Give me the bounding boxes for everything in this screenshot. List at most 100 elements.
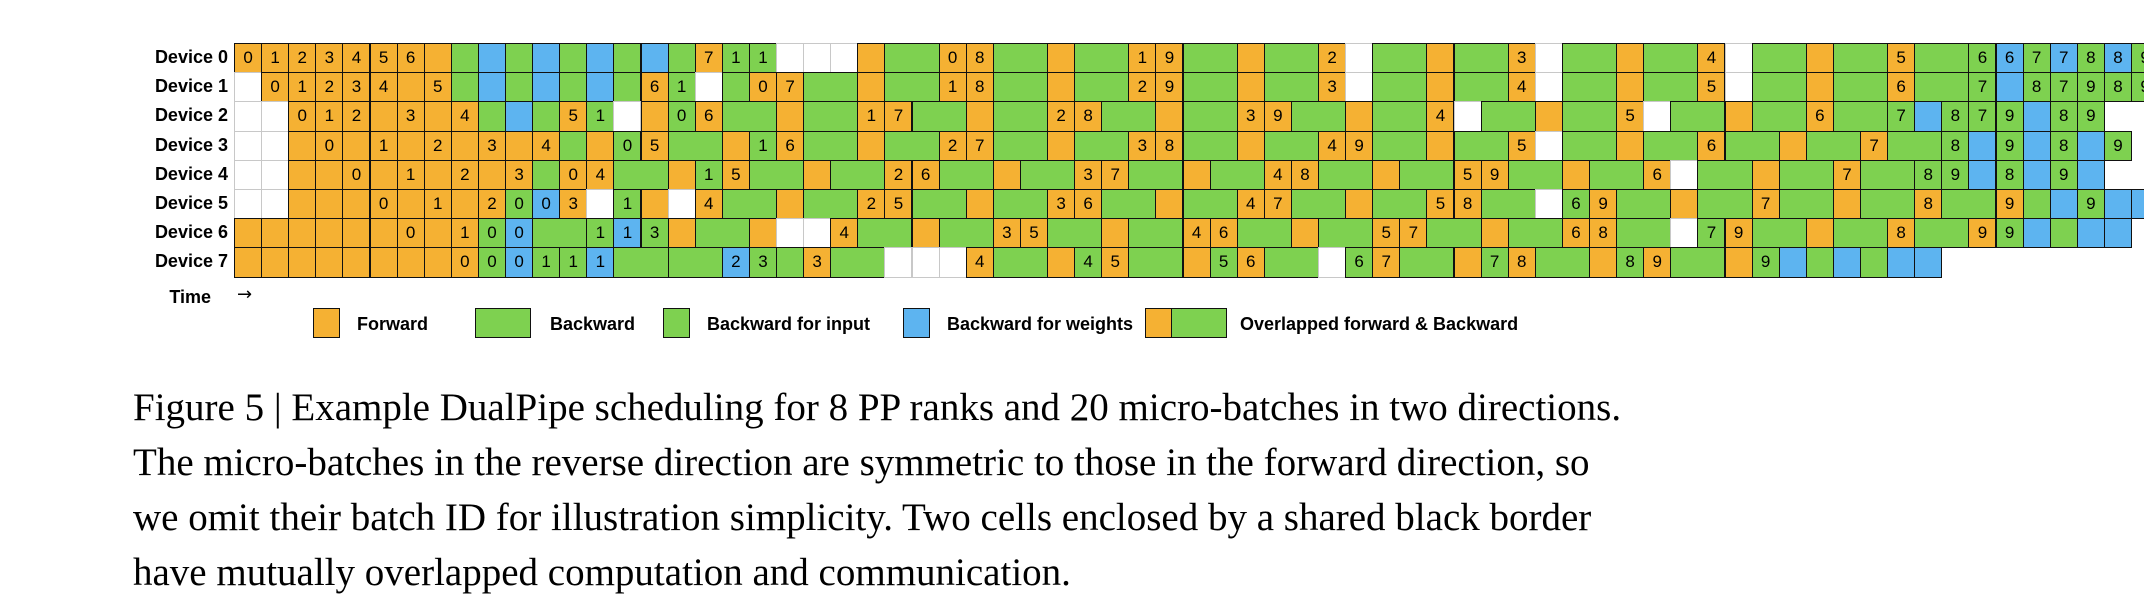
forward-cell: 4 xyxy=(342,43,371,74)
forward-cell: 5 xyxy=(1019,218,1048,249)
forward-cell xyxy=(1426,130,1455,161)
forward-cell: 9 xyxy=(1589,189,1618,220)
forward-cell xyxy=(1534,101,1563,132)
forward-cell xyxy=(1724,101,1753,132)
backward-cell: 8 xyxy=(1941,101,1970,132)
backward-cell xyxy=(1372,72,1428,103)
forward-cell xyxy=(640,189,669,220)
device-label: Device 1 xyxy=(154,76,228,97)
backward-cell xyxy=(1290,101,1347,132)
backward-cell: 9 xyxy=(1941,159,1970,190)
backward-cell xyxy=(1561,101,1618,132)
legend-swatch-backward-input xyxy=(663,308,690,338)
forward-cell xyxy=(1616,72,1645,103)
backward-cell xyxy=(1019,159,1076,190)
forward-cell: 8 xyxy=(1155,130,1184,161)
backward-cell xyxy=(1914,43,1970,74)
forward-cell xyxy=(234,218,263,249)
backward_weights-cell xyxy=(1914,101,1943,132)
forward-cell: 2 xyxy=(315,72,344,103)
forward-cell xyxy=(1345,101,1374,132)
backward-cell xyxy=(2049,218,2078,249)
forward-cell xyxy=(1561,159,1590,190)
backward-cell xyxy=(1778,189,1834,220)
idle-cell xyxy=(234,101,263,132)
forward-cell: 4 xyxy=(1263,159,1292,190)
forward-cell xyxy=(1751,159,1780,190)
forward-cell: 9 xyxy=(1995,189,2024,220)
backward-cell xyxy=(1372,43,1428,74)
backward-cell xyxy=(1399,247,1455,278)
backward-cell xyxy=(1778,159,1834,190)
backward-cell: 1 xyxy=(748,43,777,74)
forward-cell: 6 xyxy=(1643,159,1672,190)
idle-cell xyxy=(1345,72,1374,103)
backward-cell xyxy=(803,189,859,220)
forward-cell xyxy=(1426,72,1455,103)
backward-cell: 9 xyxy=(1995,130,2024,161)
backward_weights-cell xyxy=(532,43,561,74)
backward-cell: 8 xyxy=(1995,159,2024,190)
forward-cell: 4 xyxy=(1507,72,1536,103)
forward-cell xyxy=(423,247,452,278)
backward-cell xyxy=(1263,72,1319,103)
backward-cell: 3 xyxy=(748,247,777,278)
backward-cell: 1 xyxy=(613,189,642,220)
backward-cell xyxy=(532,159,561,190)
forward-cell: 4 xyxy=(965,247,994,278)
backward-cell: 8 xyxy=(1914,159,1943,190)
legend-label: Backward for weights xyxy=(947,314,1134,334)
backward-cell xyxy=(992,130,1048,161)
forward-cell: 8 xyxy=(965,43,994,74)
backward-cell xyxy=(1805,247,1834,278)
backward-cell xyxy=(884,43,940,74)
forward-cell xyxy=(748,218,777,249)
backward-cell xyxy=(1453,130,1509,161)
backward-cell: 9 xyxy=(1995,218,2024,249)
idle-cell xyxy=(830,43,859,74)
backward-cell xyxy=(1263,247,1319,278)
forward-cell: 1 xyxy=(857,101,886,132)
backward-cell xyxy=(748,159,805,190)
forward-cell: 6 xyxy=(640,72,669,103)
forward-cell xyxy=(342,218,371,249)
backward_weights-cell: 2 xyxy=(721,247,750,278)
forward-cell: 5 xyxy=(721,159,750,190)
forward-cell xyxy=(396,72,425,103)
backward-cell: 6 xyxy=(1345,247,1374,278)
forward-cell: 9 xyxy=(1345,130,1374,161)
forward-cell: 1 xyxy=(450,218,479,249)
forward-cell xyxy=(369,101,398,132)
forward-cell xyxy=(1616,43,1645,74)
forward-cell: 2 xyxy=(857,189,886,220)
backward-cell xyxy=(694,218,750,249)
backward_weights-cell: 0 xyxy=(505,247,534,278)
backward-cell xyxy=(1507,218,1563,249)
forward-cell: 3 xyxy=(1507,43,1536,74)
forward-cell xyxy=(450,189,479,220)
forward-cell: 2 xyxy=(1128,72,1157,103)
forward-cell: 4 xyxy=(694,189,723,220)
legend-swatch-forward xyxy=(1145,308,1172,338)
forward-cell: 4 xyxy=(830,218,859,249)
backward-cell xyxy=(803,130,859,161)
backward-cell: 8 xyxy=(2103,72,2132,103)
forward-cell: 8 xyxy=(1453,189,1482,220)
backward-cell xyxy=(1832,72,1889,103)
backward_weights-cell xyxy=(1995,72,2024,103)
forward-cell xyxy=(1047,43,1076,74)
backward_weights-cell xyxy=(2022,101,2051,132)
backward-cell xyxy=(1209,159,1265,190)
idle-cell xyxy=(1534,189,1563,220)
backward-cell: 8 xyxy=(1616,247,1645,278)
backward-cell: 1 xyxy=(559,247,588,278)
forward-cell: 3 xyxy=(1047,189,1076,220)
forward-cell xyxy=(1426,43,1455,74)
backward-cell: 1 xyxy=(667,72,696,103)
forward-cell xyxy=(1155,101,1184,132)
idle-cell xyxy=(234,72,263,103)
backward-cell: 1 xyxy=(532,247,561,278)
forward-cell xyxy=(1832,189,1861,220)
forward-cell: 1 xyxy=(288,72,317,103)
backward-cell: 1 xyxy=(721,43,750,74)
